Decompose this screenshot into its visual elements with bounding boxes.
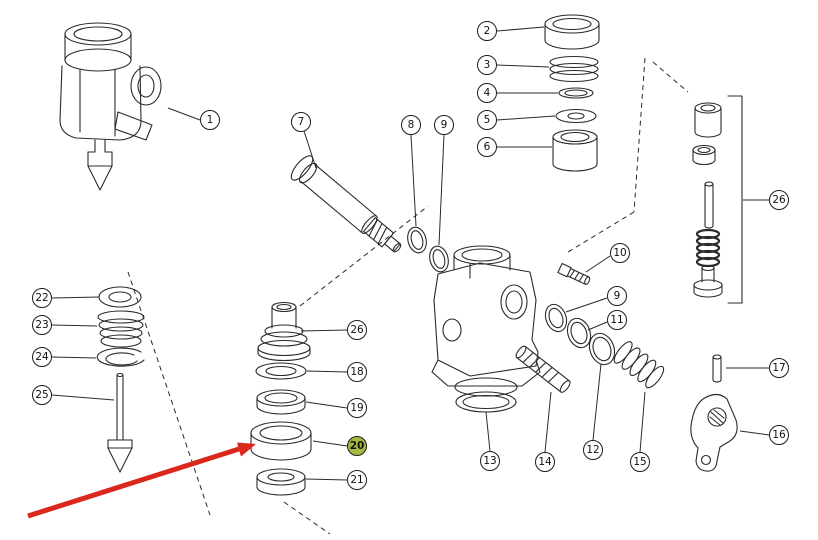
callout-17: 17: [769, 358, 789, 378]
part-pump-assembly: [59, 22, 162, 191]
part-bolt-10: [557, 262, 591, 285]
callout-9: 9: [607, 286, 627, 306]
part-bearing-ring-20: [250, 421, 312, 461]
part-bushing-26: [694, 102, 722, 138]
part-plunger-25: [107, 372, 133, 473]
callout-25: 25: [32, 385, 52, 405]
callout-leader-lines: [51, 26, 770, 481]
part-plug-26: [693, 264, 723, 298]
part-spring-15: [613, 341, 665, 389]
callout-21: 21: [347, 470, 367, 490]
kit-bracket-26: [727, 95, 743, 304]
part-spring-23: [97, 310, 145, 348]
part-spring-washers: [549, 55, 599, 83]
part-ring-19: [256, 389, 306, 415]
assembly-axis-lines: [127, 57, 689, 535]
callout-7: 7: [291, 112, 311, 132]
callout-11: 11: [607, 310, 627, 330]
part-ring-22: [98, 286, 142, 308]
part-valve-body: [431, 245, 541, 397]
callout-12: 12: [583, 440, 603, 460]
part-cap-26: [692, 144, 716, 166]
callout-10: 10: [610, 243, 630, 263]
part-oring-8: [407, 226, 427, 254]
part-washer-18: [255, 362, 307, 380]
highlight-arrow: [27, 442, 256, 519]
callout-4: 4: [477, 83, 497, 103]
callout-20: 20: [347, 436, 367, 456]
part-shaft-7: [290, 155, 402, 253]
part-gasket-13: [455, 391, 517, 413]
callout-22: 22: [32, 288, 52, 308]
part-pin-17: [712, 354, 722, 383]
callout-13: 13: [480, 451, 500, 471]
callout-23: 23: [32, 315, 52, 335]
callout-9: 9: [434, 115, 454, 135]
part-oring-12: [588, 332, 616, 366]
callout-24: 24: [32, 347, 52, 367]
callout-5: 5: [477, 110, 497, 130]
callout-8: 8: [401, 115, 421, 135]
callout-1: 1: [200, 110, 220, 130]
callout-19: 19: [347, 398, 367, 418]
highlight-arrow-head: [237, 442, 256, 457]
part-snapring-24: [96, 347, 145, 367]
callout-26: 26: [769, 190, 789, 210]
callout-16: 16: [769, 425, 789, 445]
callout-26: 26: [347, 320, 367, 340]
part-ring-4: [558, 87, 594, 99]
part-sleeve-26: [257, 301, 311, 362]
callout-14: 14: [535, 452, 555, 472]
callout-6: 6: [477, 137, 497, 157]
highlight-arrow-shaft: [27, 446, 240, 519]
callout-2: 2: [477, 21, 497, 41]
part-cap: [544, 14, 600, 50]
callout-3: 3: [477, 55, 497, 75]
part-spring-26: [695, 228, 721, 268]
part-washer-5: [555, 108, 597, 124]
part-oring-9: [429, 245, 449, 273]
part-stud-14: [515, 345, 571, 393]
part-piston-6: [552, 129, 598, 172]
part-oring-9b: [544, 303, 568, 333]
part-oring-11: [566, 317, 592, 349]
part-needle-26: [704, 181, 714, 229]
callout-15: 15: [630, 452, 650, 472]
part-cup-21: [256, 468, 306, 496]
part-lever-16: [690, 393, 738, 472]
callout-18: 18: [347, 362, 367, 382]
